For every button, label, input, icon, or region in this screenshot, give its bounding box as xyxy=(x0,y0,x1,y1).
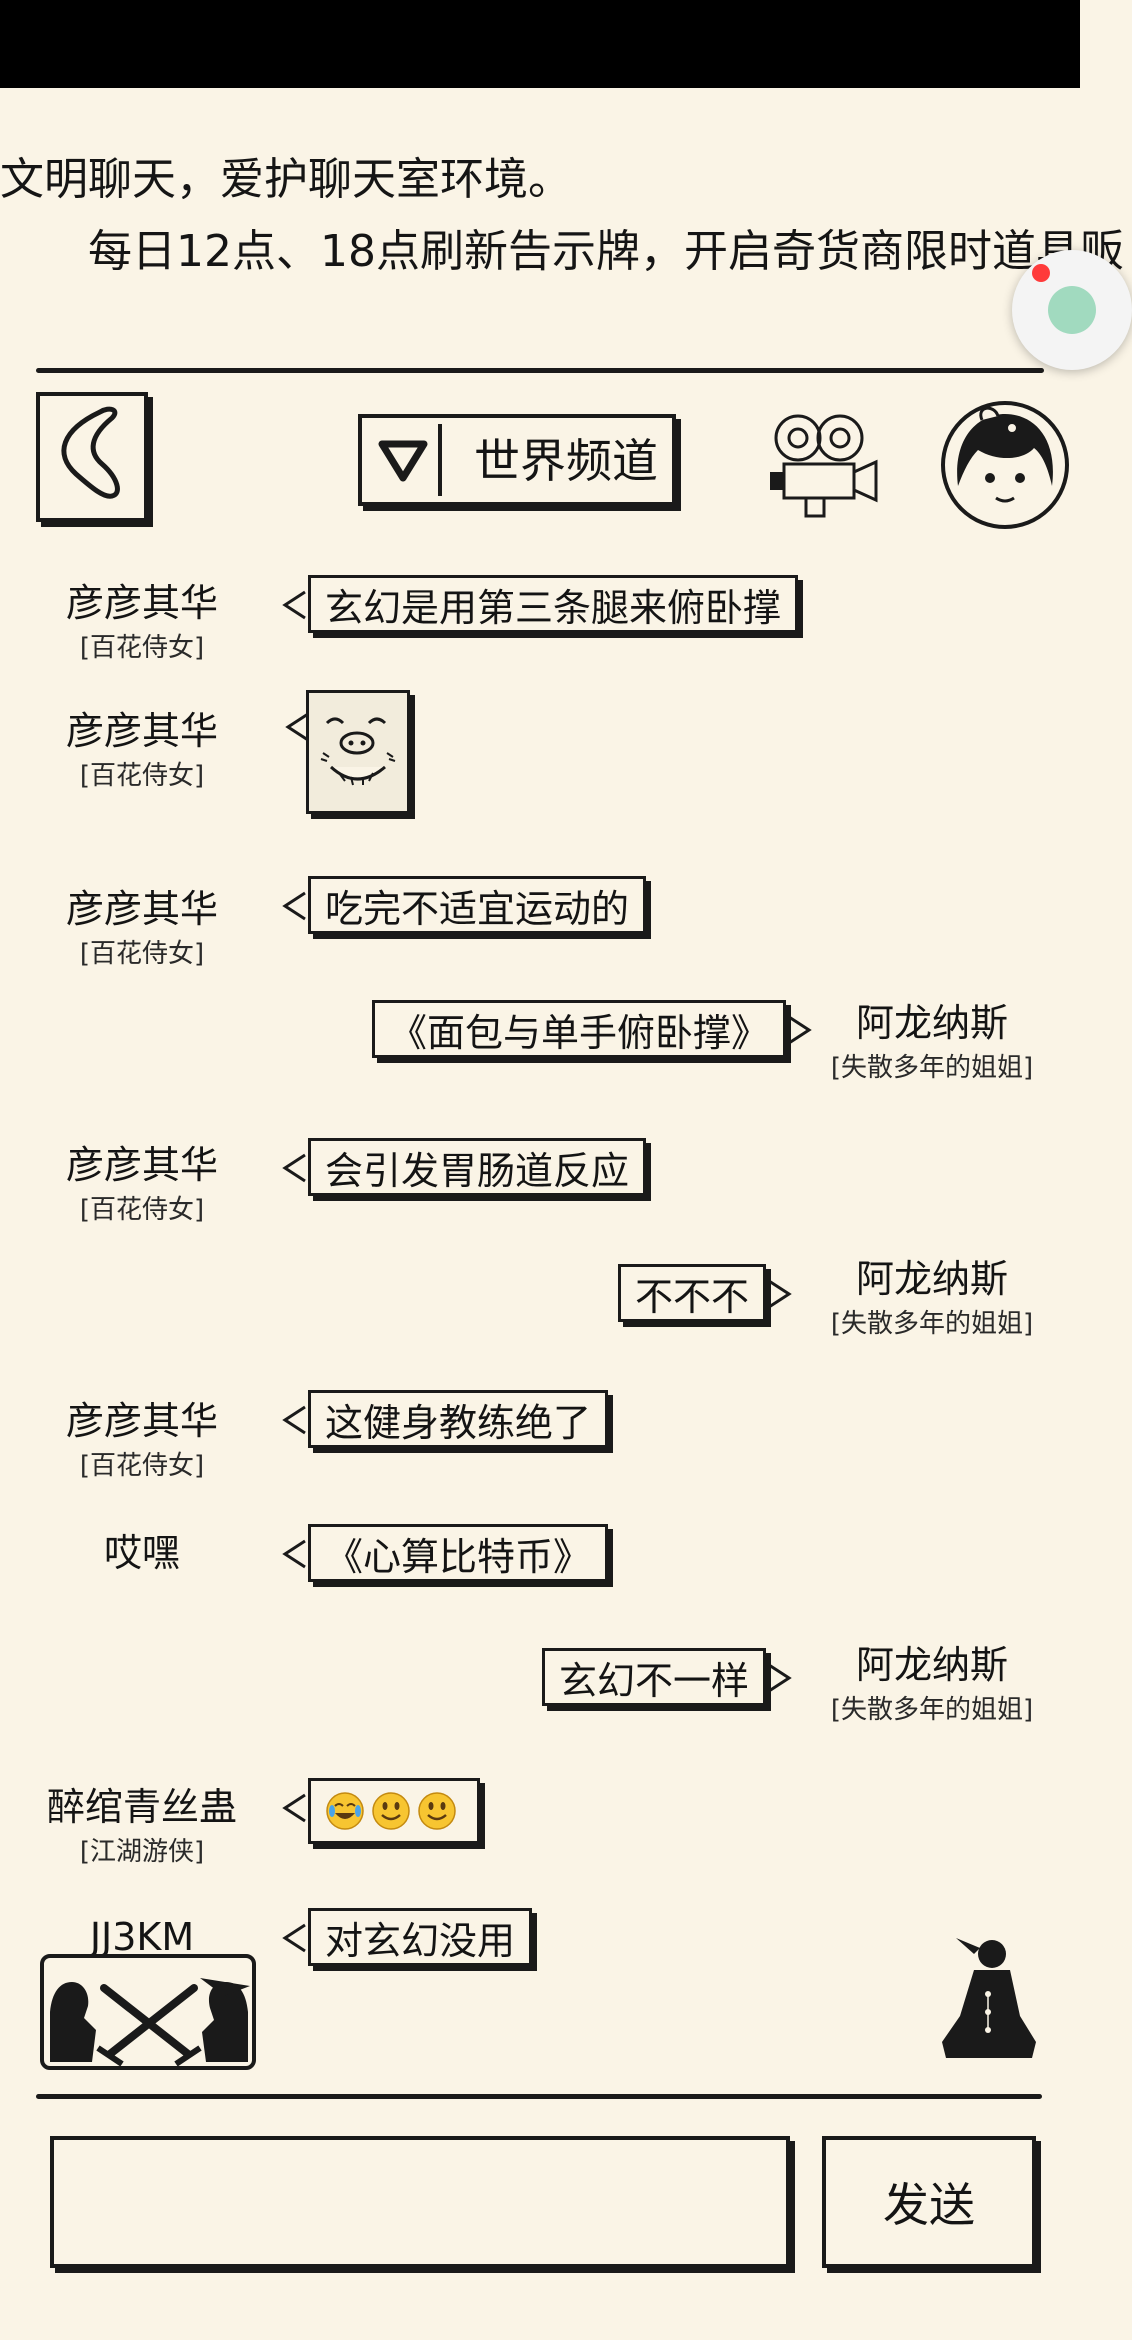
message-text: 吃完不适宜运动的 xyxy=(325,886,630,931)
bubble-tail xyxy=(285,712,309,742)
notice-line-2: 每日12点、18点刷新告示牌，开启奇货商限时道具贩 xyxy=(88,226,1124,277)
chat-bubble[interactable]: 玄幻是用第三条腿来俯卧撑 xyxy=(282,575,799,633)
bubble-tail xyxy=(768,1279,792,1309)
message-text: 会引发胃肠道反应 xyxy=(325,1148,630,1193)
back-button[interactable] xyxy=(36,392,148,522)
chat-bubble[interactable] xyxy=(282,1778,480,1844)
message-sender[interactable]: 阿龙纳斯 [失散多年的姐姐] xyxy=(812,998,1052,1088)
sender-title: [江湖游侠] xyxy=(79,1837,205,1867)
laughing-crying-emoji xyxy=(326,1792,364,1830)
meditation-button[interactable] xyxy=(936,1932,1042,2068)
chat-bubble[interactable]: 对玄幻没用 xyxy=(282,1908,533,1966)
message-text: 对玄幻没用 xyxy=(325,1918,516,1963)
message-sender[interactable]: 阿龙纳斯 [失散多年的姐姐] xyxy=(812,1254,1052,1344)
battle-swords-icon xyxy=(40,1954,256,2070)
video-camera-icon xyxy=(770,414,878,518)
bubble-tail xyxy=(282,1405,306,1435)
chat-bubble[interactable]: 会引发胃肠道反应 xyxy=(282,1138,647,1196)
message-text: 《面包与单手俯卧撑》 xyxy=(389,1010,770,1055)
sender-name: JJ3KM xyxy=(89,1915,195,1959)
bubble-tail xyxy=(282,590,306,620)
camera-button[interactable] xyxy=(766,408,884,520)
message-sender[interactable]: 彦彦其华 [百花侍女] xyxy=(22,1140,262,1230)
channel-label: 世界频道 xyxy=(474,434,658,488)
chat-bubble[interactable]: 吃完不适宜运动的 xyxy=(282,876,647,934)
message-sender[interactable]: 彦彦其华 [百花侍女] xyxy=(22,884,262,974)
sender-title: [失散多年的姐姐] xyxy=(830,1053,1034,1083)
chat-bubble[interactable]: 《面包与单手俯卧撑》 xyxy=(372,1000,812,1058)
chat-bubble[interactable]: 不不不 xyxy=(618,1264,792,1322)
bubble-tail xyxy=(282,1539,306,1569)
sender-name: 彦彦其华 xyxy=(65,581,218,625)
sender-name: 阿龙纳斯 xyxy=(855,1257,1008,1301)
sender-name: 哎嘿 xyxy=(103,1531,180,1575)
sender-name: 阿龙纳斯 xyxy=(855,1643,1008,1687)
back-chevron-icon xyxy=(61,406,120,499)
sender-name: 彦彦其华 xyxy=(65,709,218,753)
bubble-tail xyxy=(768,1663,792,1693)
smiling-emoji xyxy=(418,1792,456,1830)
message-text: 玄幻不一样 xyxy=(559,1658,750,1703)
meditation-figure-icon xyxy=(942,1938,1036,2058)
assistant-icon xyxy=(1048,286,1096,334)
girl-avatar-icon xyxy=(941,401,1069,529)
status-bar xyxy=(0,0,1080,88)
message-input[interactable] xyxy=(50,2136,790,2268)
header-divider xyxy=(36,368,1044,373)
smiling-emoji xyxy=(372,1792,410,1830)
sender-name: 醉绾青丝蛊 xyxy=(46,1785,237,1829)
battle-button[interactable] xyxy=(38,1952,262,2074)
message-text: 玄幻是用第三条腿来俯卧撑 xyxy=(325,585,782,630)
sender-title: [失散多年的姐姐] xyxy=(830,1695,1034,1725)
player-avatar[interactable] xyxy=(938,398,1072,532)
message-sender[interactable]: 彦彦其华 [百花侍女] xyxy=(22,706,262,796)
chat-bubble[interactable]: 《心算比特币》 xyxy=(282,1524,609,1582)
message-sender[interactable]: 哎嘿 xyxy=(22,1528,262,1578)
floating-assistant-button[interactable] xyxy=(1012,250,1132,370)
footer-divider xyxy=(36,2094,1042,2099)
sender-name: 彦彦其华 xyxy=(65,887,218,931)
bubble-tail xyxy=(282,1923,306,1953)
message-sender[interactable]: JJ3KM xyxy=(22,1912,262,1962)
message-sender[interactable]: 彦彦其华 [百花侍女] xyxy=(22,578,262,668)
chat-bubble[interactable]: 这健身教练绝了 xyxy=(282,1390,609,1448)
sticker-message[interactable] xyxy=(306,690,410,814)
notification-dot xyxy=(1032,264,1050,282)
bubble-tail xyxy=(282,891,306,921)
message-text: 不不不 xyxy=(635,1274,750,1319)
bubble-tail xyxy=(788,1015,812,1045)
notice-line-1: 文明聊天，爱护聊天室环境。 xyxy=(0,154,572,205)
sender-title: [百花侍女] xyxy=(79,1451,205,1481)
sender-title: [百花侍女] xyxy=(79,633,205,663)
chat-bubble[interactable]: 玄幻不一样 xyxy=(542,1648,792,1706)
triangle-down-icon xyxy=(378,440,428,482)
sender-title: [百花侍女] xyxy=(79,761,205,791)
sender-name: 彦彦其华 xyxy=(65,1399,218,1443)
message-sender[interactable]: 阿龙纳斯 [失散多年的姐姐] xyxy=(812,1640,1052,1730)
message-text: 《心算比特币》 xyxy=(325,1534,592,1579)
sender-name: 彦彦其华 xyxy=(65,1143,218,1187)
bubble-tail xyxy=(282,1793,306,1823)
sender-name: 阿龙纳斯 xyxy=(855,1001,1008,1045)
pig-face-sticker xyxy=(320,717,396,786)
send-button[interactable]: 发送 xyxy=(822,2136,1036,2268)
channel-selector[interactable]: 世界频道 xyxy=(358,414,676,506)
message-text: 这健身教练绝了 xyxy=(325,1400,592,1445)
message-sender[interactable]: 彦彦其华 [百花侍女] xyxy=(22,1396,262,1486)
sender-title: [百花侍女] xyxy=(79,1195,205,1225)
sender-title: [失散多年的姐姐] xyxy=(830,1309,1034,1339)
sender-title: [百花侍女] xyxy=(79,939,205,969)
dropdown-triangle-area xyxy=(368,424,442,496)
bubble-tail xyxy=(282,1153,306,1183)
message-sender[interactable]: 醉绾青丝蛊 [江湖游侠] xyxy=(22,1782,262,1872)
